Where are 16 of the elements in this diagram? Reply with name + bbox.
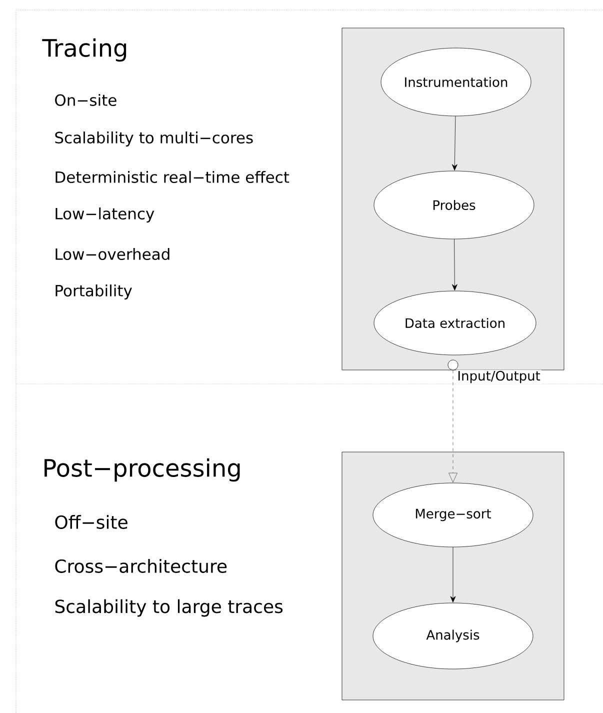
feature-text: Portability xyxy=(56,284,132,300)
section-heading: Tracing xyxy=(42,38,126,62)
edge-label: Input/Output xyxy=(458,370,540,384)
section-heading: Post−processing xyxy=(44,458,240,482)
feature-text: Deterministic real−time effect xyxy=(56,171,290,183)
feature-text: Cross−architecture xyxy=(55,559,227,573)
feature-text: Scalability to large traces xyxy=(55,599,283,617)
arrow xyxy=(448,370,458,482)
feature-text: Low−latency xyxy=(56,208,154,222)
feature-text: Low−overhead xyxy=(56,248,170,260)
feature-text: On−site xyxy=(55,94,116,106)
feature-text: Off−site xyxy=(55,515,128,529)
arrow xyxy=(450,547,456,602)
arrow xyxy=(452,116,458,170)
arrow xyxy=(452,239,458,290)
feature-text: Scalability to multi−cores xyxy=(55,132,253,146)
